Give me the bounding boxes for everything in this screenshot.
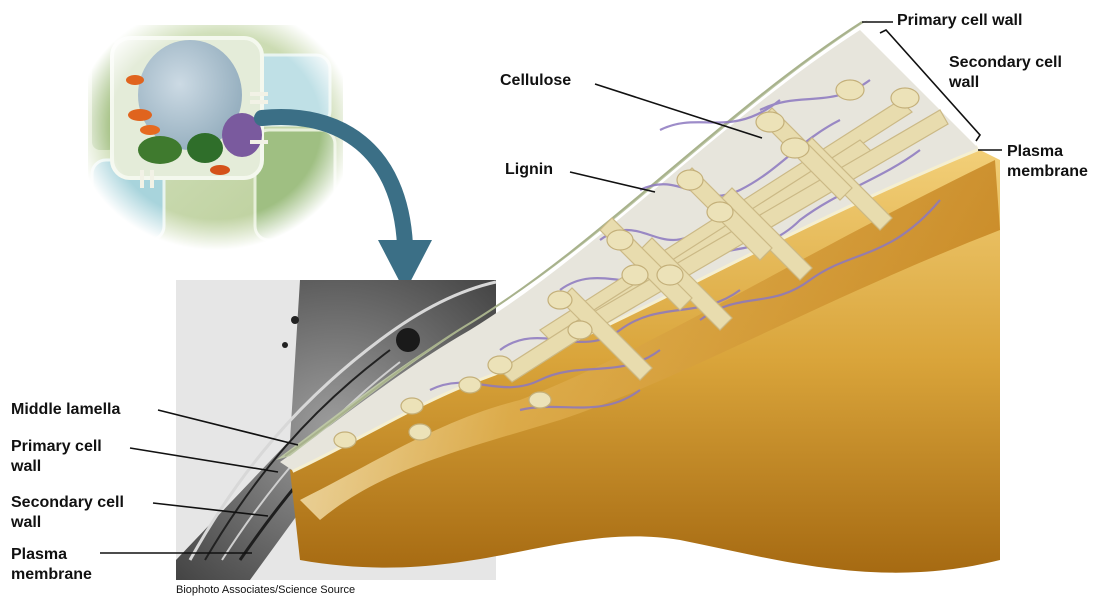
- label-primary-cell-wall-left: Primary cell wall: [11, 437, 102, 477]
- label-cellulose: Cellulose: [500, 71, 571, 91]
- label-secondary-cell-wall-right: Secondary cell wall: [949, 53, 1062, 93]
- label-primary-cell-wall-top: Primary cell wall: [897, 11, 1022, 31]
- label-plasma-membrane-right: Plasma membrane: [1007, 142, 1088, 182]
- photo-credit: Biophoto Associates/Science Source: [176, 584, 355, 596]
- label-middle-lamella: Middle lamella: [11, 400, 120, 420]
- label-secondary-cell-wall-left: Secondary cell wall: [11, 493, 124, 533]
- label-lignin: Lignin: [505, 160, 553, 180]
- label-plasma-membrane-left: Plasma membrane: [11, 545, 92, 585]
- plant-cell-inset: [88, 25, 343, 250]
